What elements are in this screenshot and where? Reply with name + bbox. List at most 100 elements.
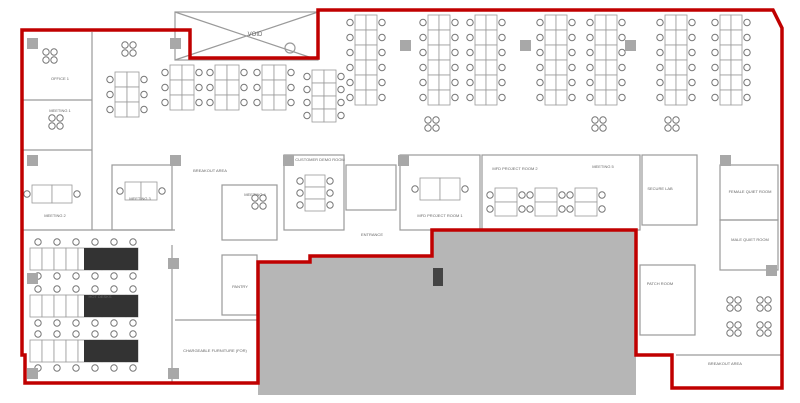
chair [526,191,534,199]
pantry-label: PANTRY [232,284,248,289]
chair [251,202,259,210]
chair [303,111,311,120]
desk [544,89,557,106]
chair [378,78,386,87]
desk [474,59,487,76]
chair [618,93,626,102]
hot-desk-label: HOT DESKS [88,294,111,299]
chair [121,41,129,49]
desk [226,94,240,111]
chair [526,205,534,213]
breakout-area-label: BREAKOUT AREA [193,168,227,173]
chair [34,238,42,246]
desk [53,294,67,318]
desk [555,14,568,31]
void-label: VOID [248,32,263,38]
chair [743,18,751,27]
desk [544,74,557,91]
tenancy-boundary [20,8,784,390]
chair [337,85,345,94]
column [625,40,636,51]
desk [226,79,240,96]
chair [451,63,459,72]
desk [65,247,79,271]
chair [195,98,203,107]
desk [675,44,688,61]
desk [664,29,677,46]
desk [354,14,367,31]
chair [253,68,261,77]
desk [273,79,287,96]
chair [466,78,474,87]
desk [365,89,378,106]
chair [195,68,203,77]
desk [29,294,43,318]
desk [474,29,487,46]
desk [485,44,498,61]
desk [273,64,287,81]
chair [303,98,311,107]
chair [91,238,99,246]
desk [304,186,326,200]
shaded-desk-block [84,340,138,362]
chair [451,93,459,102]
desk [365,59,378,76]
desk [140,181,158,201]
chair [129,49,137,57]
chair [419,63,427,72]
desk [427,14,440,31]
desk [494,187,518,203]
chair [656,93,664,102]
desk [719,14,732,31]
chair [568,63,576,72]
chair [586,18,594,27]
chair [129,272,137,280]
column [170,155,181,166]
chair [711,18,719,27]
shaded-desk-block [84,248,138,270]
chair [72,272,80,280]
chair [536,93,544,102]
chair [303,72,311,81]
chair [91,319,99,327]
desk [323,69,337,84]
chair [251,194,259,202]
chair [688,63,696,72]
desk [544,59,557,76]
chair [50,48,58,56]
chair [451,48,459,57]
desk [311,95,325,110]
chair [91,272,99,280]
desk [438,29,451,46]
desk [675,59,688,76]
desk [114,71,128,88]
desk [427,29,440,46]
chair [287,98,295,107]
lift-icon [433,268,443,286]
chair [419,18,427,27]
desk [126,86,140,103]
chair [110,319,118,327]
desk [438,74,451,91]
chair [72,330,80,338]
column [27,368,38,379]
desk [181,64,195,81]
desk [323,95,337,110]
male-quiet-room-label: MALE QUIET ROOM [731,237,769,242]
chair [726,304,734,312]
desk [544,44,557,61]
chair [711,63,719,72]
chair [498,48,506,57]
chair [337,111,345,120]
desk [719,74,732,91]
chair [586,33,594,42]
chair [378,48,386,57]
column [520,40,531,51]
chair [161,83,169,92]
chair [73,190,81,198]
column [168,368,179,379]
chair [586,63,594,72]
desk [534,187,558,203]
chair [558,205,566,213]
desk [719,44,732,61]
